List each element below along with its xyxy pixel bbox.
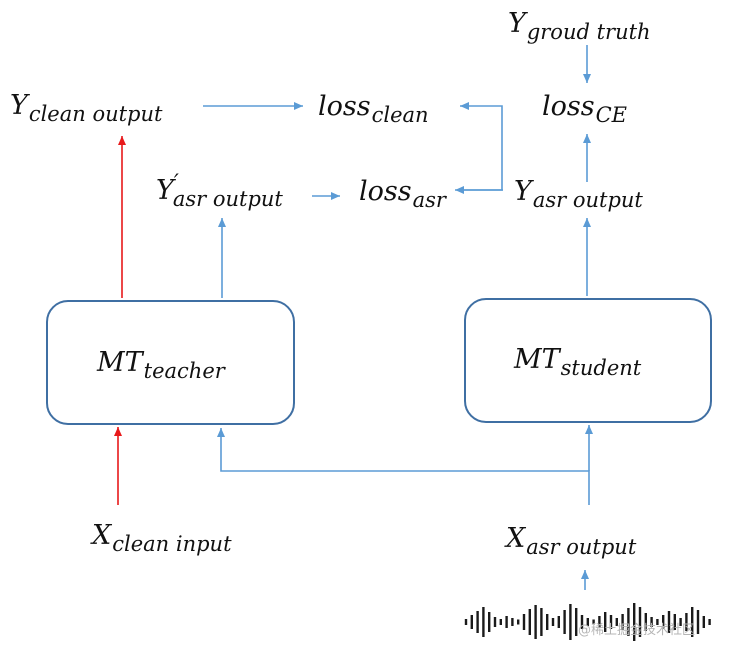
y-ground-truth-label: Ygroud truth <box>508 8 651 44</box>
mt-student-label: MTstudent <box>514 344 642 380</box>
audio-waveform-icon <box>464 603 711 641</box>
watermark: @稀土掘金技术社区 <box>578 623 696 638</box>
arrow-x-asr-to-teacher <box>217 428 590 505</box>
y-clean-output-label: Yclean output <box>10 90 163 126</box>
loss-asr-label: lossasr <box>359 176 446 212</box>
x-asr-output-label: Xasr output <box>506 523 637 559</box>
mt-teacher-box <box>46 300 295 425</box>
loss-ce-label: lossCE <box>542 91 628 127</box>
y-asr-output-teacher-label: Y′asr output <box>156 171 283 211</box>
mt-teacher-label: MTteacher <box>97 347 225 383</box>
mt-student-box <box>464 298 712 423</box>
x-clean-input-label: Xclean input <box>92 520 232 556</box>
arrow-student-to-loss-clean <box>460 102 503 191</box>
loss-clean-label: lossclean <box>318 91 429 127</box>
y-asr-output-student-label: Yasr output <box>514 176 643 212</box>
